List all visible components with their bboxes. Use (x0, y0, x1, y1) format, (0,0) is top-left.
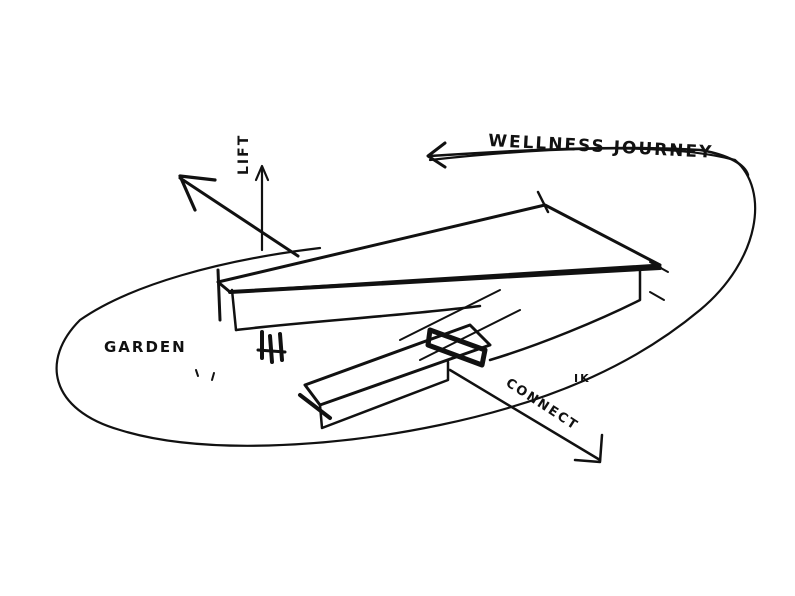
lift-arrow (254, 164, 270, 252)
lift-label: LIFT (236, 134, 252, 175)
connect-arrow (448, 368, 604, 464)
upper-volume (216, 190, 669, 362)
garden-label: GARDEN (104, 338, 187, 356)
garden-ellipse (55, 147, 757, 447)
diagonal-arrow (178, 174, 300, 258)
lower-volume (298, 289, 521, 430)
supports (256, 330, 287, 364)
mark-label: IK (574, 372, 591, 385)
wellness-journey-label: WELLNESS JOURNEY (488, 131, 714, 163)
wellness-journey-arrow (426, 141, 750, 177)
garden-tick-marks (195, 369, 215, 381)
